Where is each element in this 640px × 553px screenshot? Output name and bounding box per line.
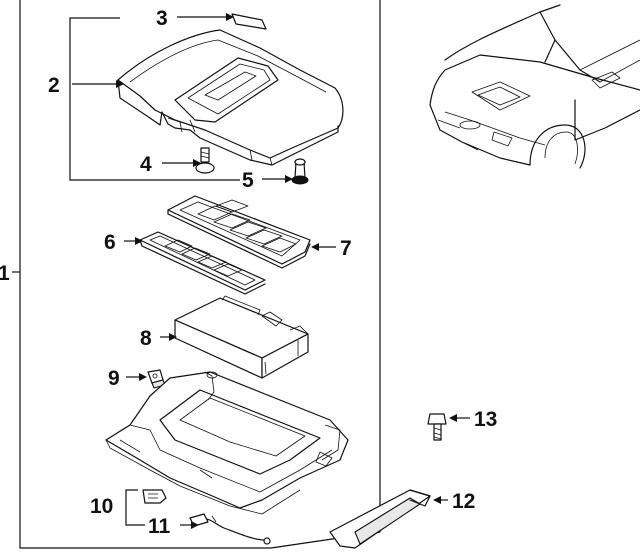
part-10-bracket — [142, 489, 167, 504]
callout-5: 5 — [242, 169, 254, 192]
assembly-frame — [12, 0, 381, 549]
part-2-cover-panel — [117, 29, 344, 166]
part-1-underfloor-tub — [105, 371, 349, 515]
callout-6: 6 — [104, 231, 116, 254]
group-bracket-2-5 — [69, 17, 240, 181]
callout-3: 3 — [156, 7, 168, 30]
part-4-screw — [195, 147, 215, 174]
vehicle-location-drawing — [429, 4, 640, 169]
callout-7: 7 — [340, 237, 352, 260]
part-13-bolt — [427, 413, 447, 441]
part-3-clip — [231, 13, 267, 30]
part-8-storage-box — [174, 295, 309, 379]
part-5-push-clip — [291, 158, 309, 185]
callout-2: 2 — [48, 74, 60, 97]
callout-13: 13 — [474, 408, 497, 431]
callout-8: 8 — [140, 327, 152, 350]
part-7-tray-liner — [167, 195, 311, 269]
callout-labels: 1 2 3 4 5 6 7 8 9 10 11 12 13 — [0, 7, 497, 538]
callout-4: 4 — [140, 153, 152, 176]
group-bracket-10-11 — [125, 489, 145, 526]
part-11-wire-harness — [189, 513, 271, 545]
part-6-tray-liner — [139, 231, 266, 295]
callout-1: 1 — [0, 262, 10, 285]
callout-11: 11 — [148, 515, 171, 538]
part-12-sill-trim — [329, 489, 431, 549]
callout-12: 12 — [452, 490, 475, 513]
callout-9: 9 — [108, 367, 120, 390]
callout-10: 10 — [90, 495, 113, 518]
part-9-clip — [147, 369, 166, 389]
leader-lines — [72, 13, 470, 529]
